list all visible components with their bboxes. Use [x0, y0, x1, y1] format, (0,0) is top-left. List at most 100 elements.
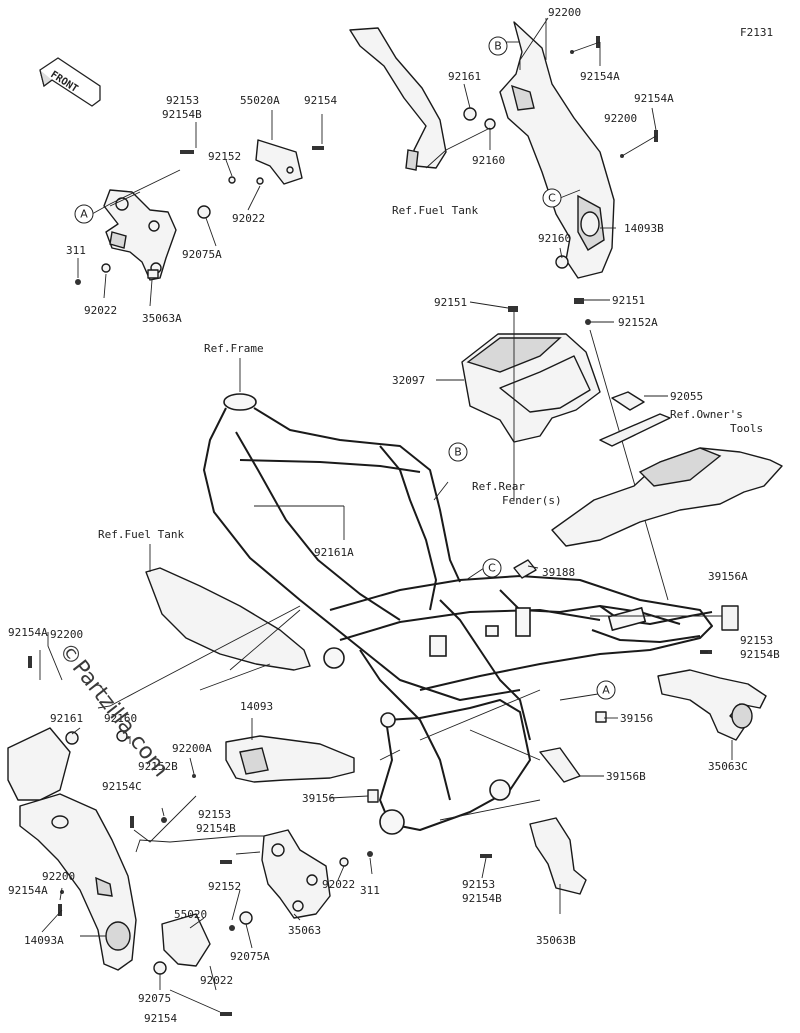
label-92154b-r: 92154B — [740, 648, 780, 661]
footrest-bracket-35063c — [657, 669, 767, 741]
footrest-bracket-35063 — [261, 829, 331, 919]
label-55020a: 55020A — [240, 94, 280, 107]
label-92154b-m: 92154B — [196, 822, 236, 835]
label-14093b: 14093B — [624, 222, 664, 235]
callout-a-top: A — [74, 204, 94, 224]
ref-fuel-tank-top: Ref.Fuel Tank — [392, 204, 478, 217]
bolt-92154a-l2 — [58, 904, 62, 916]
label-92154a-l2: 92154A — [8, 884, 48, 897]
label-92200a: 92200A — [172, 742, 212, 755]
label-32097: 32097 — [392, 374, 425, 387]
label-92152b: 92152B — [138, 760, 178, 773]
label-311-m: 311 — [360, 884, 380, 897]
callout-a-frame: A — [596, 680, 616, 700]
label-92161-l: 92161 — [50, 712, 83, 725]
side-cover-top — [349, 27, 447, 171]
label-92152a: 92152A — [618, 316, 658, 329]
tool-tray-rear-fender — [551, 413, 783, 547]
bolt-92153-br — [480, 854, 492, 858]
label-92154a-top: 92154A — [580, 70, 620, 83]
nut-92075a-m — [239, 911, 253, 925]
collar-92152-tl — [228, 176, 236, 184]
pin-311-m — [367, 851, 373, 857]
bracket-plate-55020a — [255, 139, 303, 185]
label-92153-br: 92153 — [462, 878, 495, 891]
washer-92022-tl — [256, 177, 264, 185]
bolt-92153-m — [220, 860, 232, 864]
leaders-top-left — [77, 110, 323, 307]
label-35063c: 35063C — [708, 760, 748, 773]
label-92153-m: 92153 — [198, 808, 231, 821]
label-92152-tl: 92152 — [208, 150, 241, 163]
collar-35063a — [147, 269, 159, 279]
label-39156-r: 39156 — [620, 712, 653, 725]
front-arrow-icon: FRONT — [39, 57, 101, 107]
label-92160-top: 92160 — [472, 154, 505, 167]
ref-rear-fender: Ref.Rear Fender(s) — [472, 480, 562, 507]
footrest-bracket-35063b — [529, 817, 587, 895]
label-35063: 35063 — [288, 924, 321, 937]
label-92160-top2: 92160 — [538, 232, 571, 245]
label-92022-tl: 92022 — [232, 212, 265, 225]
svg-text:Ref.Owner's: Ref.Owner's — [670, 408, 743, 421]
label-92022-m: 92022 — [322, 878, 355, 891]
grommet-92161-top — [463, 107, 477, 121]
label-92200-l: 92200 — [50, 628, 83, 641]
label-92075a-m: 92075A — [230, 950, 270, 963]
pad-39156a — [721, 605, 739, 631]
label-55020: 55020 — [174, 908, 207, 921]
label-92153-r: 92153 — [740, 634, 773, 647]
label-92154-tl: 92154 — [304, 94, 337, 107]
svg-text:B: B — [494, 40, 502, 53]
ref-fuel-tank-left: Ref.Fuel Tank — [98, 528, 184, 541]
label-92075: 92075 — [138, 992, 171, 1005]
label-92154a-top2: 92154A — [634, 92, 674, 105]
leaders-top-center — [425, 17, 657, 259]
bolt-92154a-l — [28, 656, 32, 668]
label-92200-top: 92200 — [548, 6, 581, 19]
svg-text:C: C — [488, 562, 496, 575]
washer-92022-m — [339, 857, 349, 867]
label-92022-tl2: 92022 — [84, 304, 117, 317]
svg-text:C: C — [548, 192, 556, 205]
label-92154a-l: 92154A — [8, 626, 48, 639]
ref-owners-tools: Ref.Owner's Tools — [670, 408, 763, 435]
strap-92055 — [611, 391, 645, 411]
label-92154b-br: 92154B — [462, 892, 502, 905]
left-tank-cover — [145, 567, 311, 671]
frame-cover-14093a — [7, 727, 137, 971]
label-92152-m: 92152 — [208, 880, 241, 893]
callout-b-frame: B — [448, 442, 468, 462]
svg-text:A: A — [80, 208, 88, 221]
bolt-92151-a — [508, 306, 518, 312]
nut-92075a-tl — [197, 205, 211, 219]
label-92075a-tl: 92075A — [182, 248, 222, 261]
ref-frame: Ref.Frame — [204, 342, 264, 355]
collar-92152b — [161, 817, 167, 823]
svg-text:B: B — [454, 446, 462, 459]
label-14093: 14093 — [240, 700, 273, 713]
svg-text:Tools: Tools — [730, 422, 763, 435]
pad-39188 — [513, 559, 537, 579]
label-311-tl: 311 — [66, 244, 86, 257]
label-92022-b: 92022 — [200, 974, 233, 987]
label-39156b: 39156B — [606, 770, 646, 783]
svg-text:A: A — [602, 684, 610, 697]
bolt-92153-tl — [180, 150, 194, 154]
label-39188: 39188 — [542, 566, 575, 579]
bolt-92154c — [130, 816, 134, 828]
label-92154b-tl: 92154B — [162, 108, 202, 121]
label-92161a: 92161A — [314, 546, 354, 559]
watermark: ©Partzilla.com — [53, 638, 173, 782]
grommet-92161-l — [65, 731, 79, 745]
frame-cover-14093 — [225, 735, 355, 783]
main-frame — [203, 393, 713, 835]
bracket-plate-55020 — [161, 913, 211, 967]
label-92161-top: 92161 — [448, 70, 481, 83]
collar-92152-m — [229, 925, 235, 931]
callout-b-top: B — [488, 36, 508, 56]
label-92154c: 92154C — [102, 780, 142, 793]
collar-92160-top — [484, 118, 496, 130]
svg-text:Fender(s): Fender(s) — [502, 494, 562, 507]
